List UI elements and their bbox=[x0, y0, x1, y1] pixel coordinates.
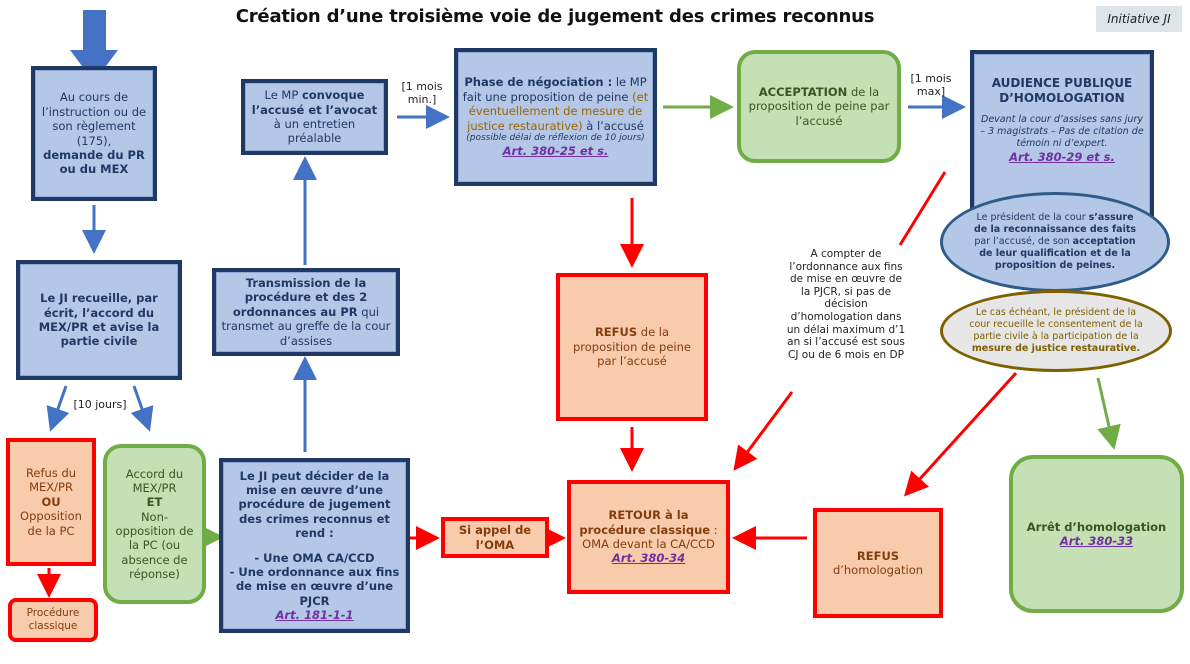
arrow-delai-line-top bbox=[898, 171, 947, 246]
audience-note: Devant la cour d’assises sans jury – 3 m… bbox=[980, 114, 1144, 149]
arrow-ellipse-to-refus-homologation bbox=[903, 371, 1018, 497]
accord-et: ET bbox=[146, 495, 163, 510]
transmission-bold: Transmission de la procédure et des 2 or… bbox=[232, 276, 368, 319]
ji-decide-item-oma: - Une OMA CA/CCD bbox=[254, 550, 375, 565]
node-retour: RETOUR à la procédure classique : OMA de… bbox=[567, 480, 730, 594]
ji-recueille-text: Le JI recueille, par écrit, l’accord du … bbox=[38, 291, 160, 349]
audience-title: AUDIENCE PUBLIQUE D’HOMOLOGATION bbox=[991, 76, 1133, 105]
article-380-34-link[interactable]: Art. 380-34 bbox=[611, 551, 686, 566]
president-text1: Le président de la cour bbox=[976, 212, 1086, 224]
arrow-ellipse-to-arret bbox=[1096, 377, 1121, 450]
acceptation-bold: ACCEPTATION bbox=[758, 84, 848, 99]
node-procedure-classique: Procédure classique bbox=[8, 598, 98, 642]
president-bold2: acceptation de leur qualification et de … bbox=[979, 236, 1136, 271]
refus-homologation-bold: REFUS bbox=[856, 548, 900, 563]
acceptation-text: de la proposition de peine par l’accusé bbox=[748, 84, 890, 128]
convoque-text1: Le MP bbox=[264, 88, 299, 103]
node-ji-recueille: Le JI recueille, par écrit, l’accord du … bbox=[16, 260, 182, 380]
node-arret: Arrêt d’homologation Art. 380-33 bbox=[1009, 455, 1184, 613]
start-text: Au cours de l’instruction ou de son règl… bbox=[41, 90, 147, 148]
article-380-29-link[interactable]: Art. 380-29 et s. bbox=[1009, 149, 1115, 164]
negociation-text1: le MP fait une proposition de peine bbox=[462, 75, 647, 104]
refus-mex-text2: Opposition de la PC bbox=[20, 509, 82, 538]
president-bold1: s’assure de la reconnaissance des faits bbox=[973, 212, 1137, 236]
president-text2: par l’accusé, de son bbox=[974, 236, 1070, 248]
diagram-title: Création d’une troisième voie de jugemen… bbox=[235, 6, 875, 27]
convoque-bold: convoque l’accusé et l’avocat bbox=[251, 88, 378, 117]
node-transmission: Transmission de la procédure et des 2 or… bbox=[212, 268, 400, 356]
node-si-appel: Si appel de l’OMA bbox=[441, 517, 549, 558]
negociation-text2: à l’accusé bbox=[586, 118, 644, 133]
negociation-note: (possible délai de réflexion de 10 jours… bbox=[466, 132, 645, 143]
ellipse-president: Le président de la cour s’assure de la r… bbox=[940, 192, 1170, 292]
node-start: Au cours de l’instruction ou de son règl… bbox=[31, 66, 157, 201]
initiative-tag: Initiative JI bbox=[1096, 6, 1182, 32]
pc-bold: mesure de justice restaurative. bbox=[971, 342, 1141, 354]
node-refus-mex: Refus du MEX/PR OU Opposition de la PC bbox=[6, 438, 96, 566]
arrow-ji-to-accord bbox=[130, 385, 154, 432]
start-arrow-icon bbox=[70, 10, 118, 82]
article-181-1-1-link[interactable]: Art. 181-1-1 bbox=[275, 608, 354, 622]
node-acceptation: ACCEPTATION de la proposition de peine p… bbox=[737, 50, 901, 163]
arrow-ji-to-refus bbox=[46, 385, 70, 432]
label-1-mois-max: [1 mois max] bbox=[910, 72, 952, 99]
transmission-text: qui transmet au greffe de la cour d’assi… bbox=[221, 304, 391, 348]
retour-colon: : bbox=[713, 522, 718, 537]
article-380-33-link[interactable]: Art. 380-33 bbox=[1059, 534, 1134, 548]
pc-text: Le cas échéant, le président de la cour … bbox=[969, 307, 1143, 342]
label-delai: A compter de l’ordonnance aux fins de mi… bbox=[786, 248, 906, 361]
retour-text: OMA devant la CA/CCD bbox=[582, 537, 715, 551]
convoque-text2: à un entretien préalable bbox=[273, 117, 356, 146]
article-380-25-link[interactable]: Art. 380-25 et s. bbox=[502, 144, 609, 159]
refus-peine-bold: REFUS bbox=[594, 325, 638, 340]
node-refus-homologation: REFUS d’homologation bbox=[813, 508, 943, 618]
refus-peine-text: de la proposition de peine par l’accusé bbox=[573, 325, 691, 369]
ji-decide-text: Le JI peut décider de la mise en œuvre d… bbox=[238, 468, 391, 541]
refus-homologation-text: d’homologation bbox=[832, 563, 924, 577]
ellipse-partie-civile: Le cas échéant, le président de la cour … bbox=[940, 290, 1172, 372]
node-negociation: Phase de négociation : le MP fait une pr… bbox=[454, 48, 657, 186]
arrow-delai-to-retour bbox=[733, 391, 794, 471]
start-bold: demande du PR ou du MEX bbox=[43, 147, 145, 177]
node-accord: Accord du MEX/PR ET Non-opposition de la… bbox=[103, 444, 206, 604]
negociation-bold: Phase de négociation : bbox=[464, 75, 613, 90]
accord-text2: Non-opposition de la PC (ou absence de r… bbox=[115, 509, 194, 582]
refus-mex-text1: Refus du MEX/PR bbox=[25, 466, 77, 495]
label-1-mois-min: [1 mois min.] bbox=[401, 80, 443, 107]
node-convoque: Le MP convoque l’accusé et l’avocat à un… bbox=[241, 79, 388, 155]
accord-text1: Accord du MEX/PR bbox=[125, 466, 184, 495]
refus-mex-ou: OU bbox=[41, 494, 61, 509]
negociation-restaurative: (et éventuellement de mesure de justice … bbox=[467, 89, 649, 133]
si-appel-text: Si appel de l’OMA bbox=[458, 523, 532, 552]
node-ji-decide: Le JI peut décider de la mise en œuvre d… bbox=[219, 458, 410, 633]
ji-decide-item-ordonnance: - Une ordonnance aux fins de mise en œuv… bbox=[229, 564, 400, 608]
arret-text: Arrêt d’homologation bbox=[1026, 519, 1167, 534]
procedure-classique-text: Procédure classique bbox=[26, 606, 80, 632]
retour-bold: RETOUR à la procédure classique bbox=[579, 508, 711, 537]
label-10-jours: [10 jours] bbox=[73, 398, 127, 411]
node-refus-peine: REFUS de la proposition de peine par l’a… bbox=[556, 273, 708, 421]
